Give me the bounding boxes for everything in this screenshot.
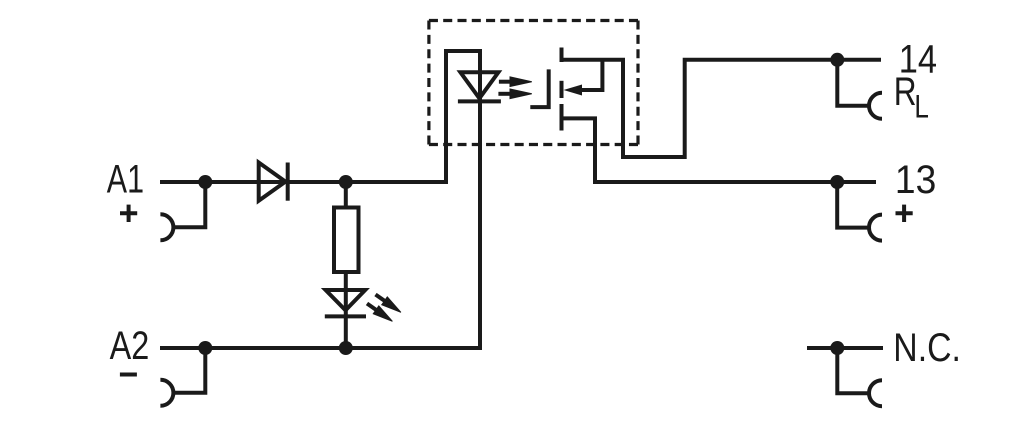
svg-text:A2: A2 bbox=[110, 323, 150, 368]
svg-text:A1: A1 bbox=[107, 156, 144, 201]
svg-text:N.C.: N.C. bbox=[893, 324, 961, 369]
svg-text:R: R bbox=[894, 68, 917, 113]
svg-text:13: 13 bbox=[895, 158, 936, 203]
svg-text:L: L bbox=[914, 90, 929, 125]
svg-text:14: 14 bbox=[899, 36, 937, 81]
